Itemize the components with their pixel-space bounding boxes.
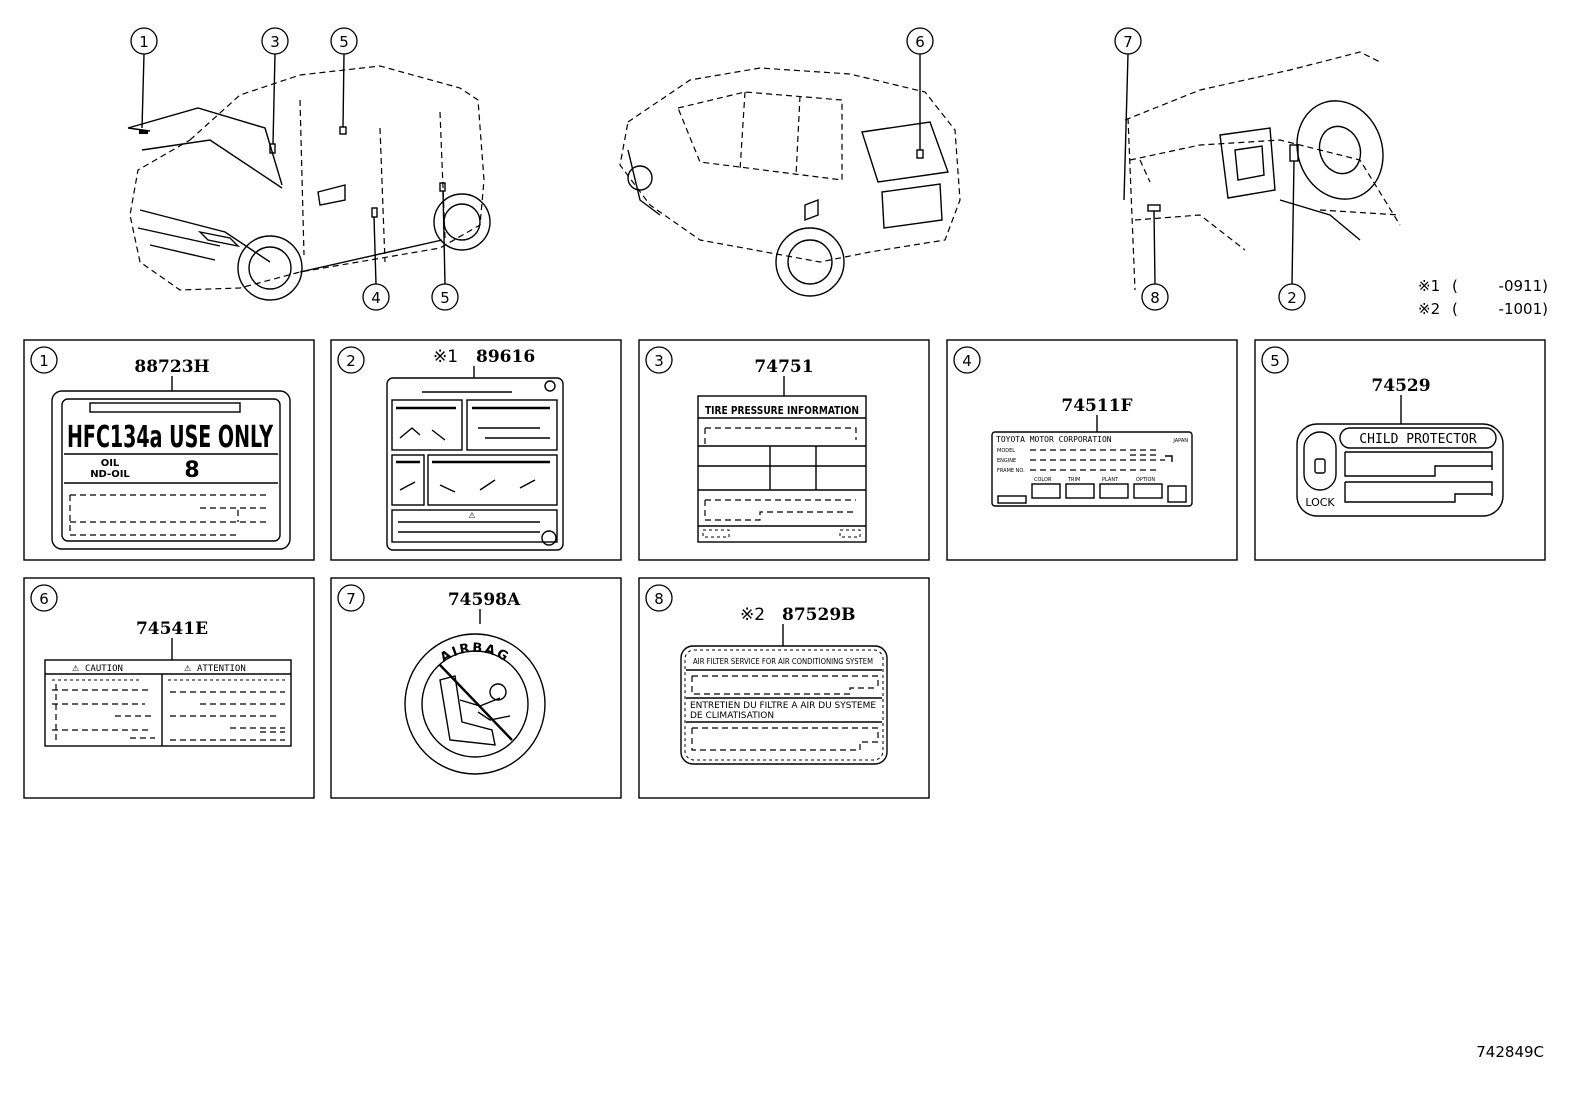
attention-triangle-icon: ⚠ xyxy=(184,664,191,673)
part-number-74751: 74751 xyxy=(754,357,813,377)
note-1-paren: ( xyxy=(1452,277,1458,295)
svg-text:4: 4 xyxy=(962,352,972,370)
part-mark-1: ※1 xyxy=(433,347,458,367)
svg-text:8: 8 xyxy=(1150,289,1160,307)
tire-pressure-header: TIRE PRESSURE INFORMATION xyxy=(705,404,859,417)
svg-text:COLOR: COLOR xyxy=(1034,477,1052,483)
note-2-range: -1001) xyxy=(1499,300,1548,318)
callout-6-top: 6 xyxy=(906,27,934,55)
callout-8-bottom: 8 xyxy=(1141,283,1169,311)
svg-text:3: 3 xyxy=(270,33,280,51)
callout-5-bottom: 5 xyxy=(431,283,459,311)
interior-dashboard-illustration xyxy=(1124,51,1401,291)
svg-text:1: 1 xyxy=(139,33,149,51)
svg-text:ENTRETIEN DU FILTRE A AIR DU S: ENTRETIEN DU FILTRE A AIR DU SYSTEME xyxy=(690,701,876,711)
svg-text:TRIM: TRIM xyxy=(1067,477,1080,483)
part-number-74511F: 74511F xyxy=(1061,396,1132,416)
part-number-87529B: 87529B xyxy=(782,605,856,625)
panel-5: 5 74529 LOCK CHILD PROTECTOR xyxy=(1254,339,1546,561)
svg-text:LOCK: LOCK xyxy=(1305,496,1335,509)
svg-text:2: 2 xyxy=(346,352,356,370)
note-1-range: -0911) xyxy=(1499,277,1548,295)
svg-text:4: 4 xyxy=(371,289,381,307)
hfc134a-text: HFC134a USE ONLY xyxy=(67,420,274,455)
part-number-88723H: 88723H xyxy=(134,357,209,377)
note-1-mark: ※1 xyxy=(1418,277,1440,295)
svg-text:5: 5 xyxy=(1270,352,1280,370)
svg-text:ND-OIL: ND-OIL xyxy=(90,469,130,480)
callout-1-top: 1 xyxy=(130,27,158,55)
part-number-74598A: 74598A xyxy=(448,590,521,610)
callout-4-bottom: 4 xyxy=(362,283,390,311)
panel-1: 1 88723H HFC134a USE ONLY OIL ND-OIL 8 xyxy=(23,339,315,561)
part-number-89616: 89616 xyxy=(476,347,535,367)
svg-text:⚠: ⚠ xyxy=(468,511,475,520)
svg-text:5: 5 xyxy=(339,33,349,51)
svg-text:8: 8 xyxy=(654,590,664,608)
diagram-code: 742849C xyxy=(1476,1043,1544,1061)
part-mark-2: ※2 xyxy=(740,605,765,625)
svg-text:7: 7 xyxy=(1123,33,1133,51)
svg-text:JAPAN: JAPAN xyxy=(1172,438,1188,444)
note-2-mark: ※2 xyxy=(1418,300,1440,318)
panel-7: 7 74598A AIRBAG xyxy=(330,577,622,799)
applicability-notes: ※1 ( -0911) ※2 ( -1001) xyxy=(1418,277,1548,318)
svg-text:ENGINE: ENGINE xyxy=(997,458,1016,464)
svg-text:2: 2 xyxy=(1287,289,1297,307)
panel-4: 4 74511F TOYOTA MOTOR CORPORATION JAPAN … xyxy=(946,339,1238,561)
svg-text:6: 6 xyxy=(915,33,925,51)
callout-3-top: 3 xyxy=(261,27,289,55)
child-seat-prohibited-icon xyxy=(439,664,513,746)
callout-2-bottom: 2 xyxy=(1278,283,1306,311)
svg-text:PLANT: PLANT xyxy=(1102,477,1119,483)
svg-text:AIR FILTER SERVICE FOR AIR CON: AIR FILTER SERVICE FOR AIR CONDITIONING … xyxy=(693,657,873,666)
airbag-ring-text: AIRBAG xyxy=(438,641,512,666)
svg-text:OPTION: OPTION xyxy=(1136,477,1155,483)
panel-8: 8 ※2 87529B AIR FILTER SERVICE FOR AIR C… xyxy=(638,577,930,799)
svg-text:7: 7 xyxy=(346,590,356,608)
caution-triangle-icon: ⚠ xyxy=(72,664,79,673)
panel-6: 6 74541E ⚠ CAUTION ⚠ ATTENTION xyxy=(23,577,315,799)
callout-7-top: 7 xyxy=(1114,27,1142,55)
part-number-74529: 74529 xyxy=(1371,376,1430,396)
note-2-paren: ( xyxy=(1452,300,1458,318)
callout-5-top: 5 xyxy=(330,27,358,55)
svg-text:MODEL: MODEL xyxy=(997,448,1015,454)
front-view-car-illustration xyxy=(127,65,491,301)
svg-text:3: 3 xyxy=(654,352,664,370)
svg-text:DE CLIMATISATION: DE CLIMATISATION xyxy=(690,711,774,721)
child-protector-header: CHILD PROTECTOR xyxy=(1359,432,1477,447)
panel-3: 3 74751 TIRE PRESSURE INFORMATION xyxy=(638,339,930,561)
svg-text:FRAME NO.: FRAME NO. xyxy=(997,468,1025,474)
rear-view-car-illustration xyxy=(619,67,961,297)
svg-text:OIL: OIL xyxy=(101,458,120,469)
svg-text:8: 8 xyxy=(184,458,199,483)
leader-lines xyxy=(141,53,1295,285)
panel-2: 2 ※1 89616 ⚠ xyxy=(330,339,622,561)
svg-text:TOYOTA MOTOR CORPORATION: TOYOTA MOTOR CORPORATION xyxy=(996,435,1112,444)
svg-text:5: 5 xyxy=(440,289,450,307)
svg-text:6: 6 xyxy=(39,590,49,608)
svg-text:CAUTION: CAUTION xyxy=(85,664,123,674)
svg-text:1: 1 xyxy=(39,352,49,370)
part-number-74541E: 74541E xyxy=(136,619,208,639)
svg-text:ATTENTION: ATTENTION xyxy=(197,664,246,674)
